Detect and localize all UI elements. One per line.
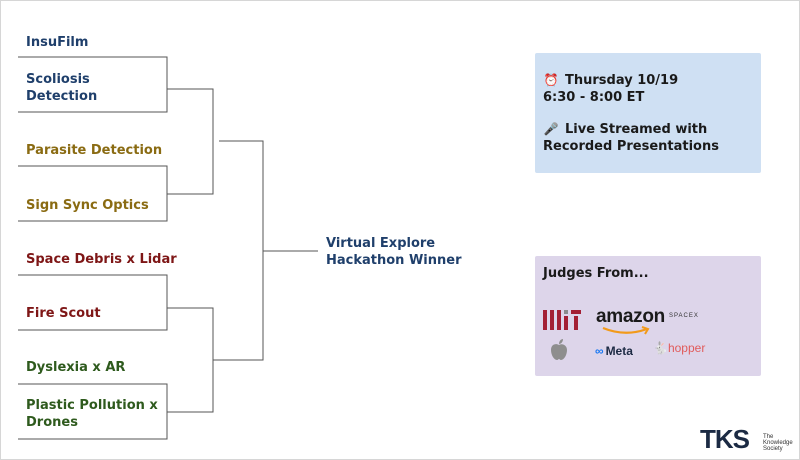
team-name: Space Debris x Lidar bbox=[26, 252, 177, 267]
amazon-logo-icon: amazon bbox=[596, 306, 665, 327]
team-sign-sync-optics: Sign Sync Optics bbox=[26, 197, 149, 214]
team-fire-scout: Fire Scout bbox=[26, 305, 101, 322]
mit-logo-icon bbox=[543, 310, 581, 330]
tks-logo: TKS bbox=[700, 424, 750, 454]
infinity-icon: ∞ bbox=[595, 344, 604, 358]
apple-logo-icon bbox=[551, 339, 567, 360]
team-parasite-detection: Parasite Detection bbox=[26, 142, 162, 159]
tks-sub-line2: Knowledge bbox=[763, 440, 793, 446]
event-stream-line1: Live Streamed with bbox=[565, 122, 708, 137]
event-date: ⏰ Thursday 10/19 bbox=[543, 72, 679, 89]
team-name: Dyslexia x AR bbox=[26, 360, 126, 375]
team-name: InsuFilm bbox=[26, 35, 89, 50]
winner-label: Virtual Explore Hackathon Winner bbox=[326, 235, 462, 269]
winner-line2: Hackathon Winner bbox=[326, 253, 462, 268]
tks-sub-line1: The bbox=[763, 434, 774, 440]
spacex-logo-icon: SPACEX bbox=[669, 313, 699, 319]
tks-sub-line3: Society bbox=[763, 446, 783, 452]
amazon-smile-icon bbox=[602, 326, 650, 335]
event-info-card: ⏰ Thursday 10/19 6:30 - 8:00 ET 🎤 Live Str… bbox=[535, 53, 761, 173]
team-name-line1: Scoliosis bbox=[26, 72, 90, 87]
meta-logo-icon: ∞Meta bbox=[595, 344, 633, 358]
team-name-line2: Drones bbox=[26, 415, 78, 430]
event-stream-line2: Recorded Presentations bbox=[543, 139, 719, 154]
team-space-debris-lidar: Space Debris x Lidar bbox=[26, 251, 177, 268]
team-name-line2: Detection bbox=[26, 89, 98, 104]
team-dyslexia-ar: Dyslexia x AR bbox=[26, 359, 125, 376]
team-scoliosis-detection: Scoliosis Detection bbox=[26, 71, 97, 105]
meta-wordmark: Meta bbox=[605, 344, 633, 358]
tks-subtitle: The Knowledge Society bbox=[763, 434, 793, 452]
winner-line1: Virtual Explore bbox=[326, 236, 436, 251]
bunny-icon: 🐇 bbox=[653, 341, 668, 355]
event-date-text: Thursday 10/19 bbox=[565, 73, 679, 88]
judges-card: Judges From... amazon SPACEX ∞Meta 🐇hopp… bbox=[535, 256, 761, 376]
team-name: Parasite Detection bbox=[26, 143, 163, 158]
team-plastic-pollution-drones: Plastic Pollution x Drones bbox=[26, 397, 158, 431]
team-name-line1: Plastic Pollution x bbox=[26, 398, 158, 413]
team-name: Sign Sync Optics bbox=[26, 198, 149, 213]
event-time: 6:30 - 8:00 ET bbox=[543, 90, 645, 105]
microphone-icon: 🎤 bbox=[543, 122, 559, 136]
judges-title: Judges From... bbox=[543, 266, 649, 281]
hopper-logo-icon: 🐇hopper bbox=[653, 341, 705, 355]
alarm-clock-icon: ⏰ bbox=[543, 73, 559, 87]
team-insufilm: InsuFilm bbox=[26, 34, 88, 51]
hopper-wordmark: hopper bbox=[667, 341, 706, 355]
team-name: Fire Scout bbox=[26, 306, 101, 321]
event-stream: 🎤 Live Streamed with bbox=[543, 121, 708, 138]
